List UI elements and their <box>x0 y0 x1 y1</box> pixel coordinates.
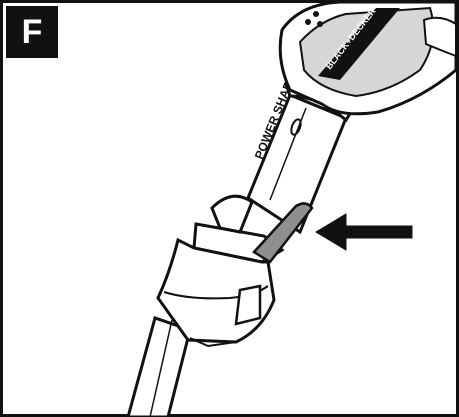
battery-housing <box>278 0 458 116</box>
step-letter: F <box>21 12 43 51</box>
step-badge: F <box>6 6 58 58</box>
left-pointing-arrow-icon <box>315 213 413 251</box>
lower-housing <box>156 237 276 348</box>
release-lever <box>252 202 314 264</box>
shaft <box>126 316 192 417</box>
